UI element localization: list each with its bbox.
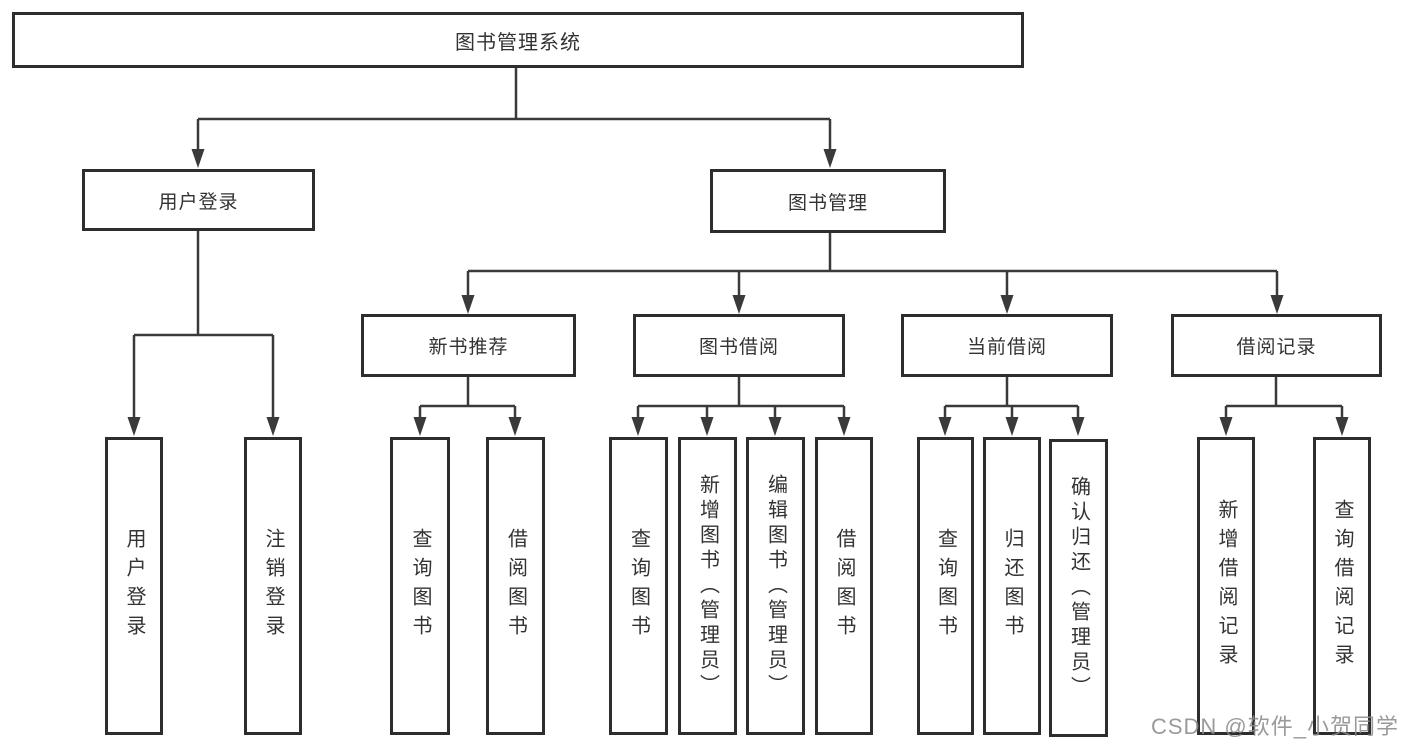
node-label: 查询图书 (409, 528, 431, 644)
node-label: 查询图书 (934, 528, 957, 644)
node-label: 借阅图书 (504, 528, 527, 644)
edge-current-borrowing-to-leaves (938, 377, 1085, 436)
node-label: 查询借阅记录 (1331, 499, 1353, 673)
edge-book-management-to-level3 (461, 233, 1284, 314)
node-label: 查询图书 (627, 528, 650, 644)
node-current-borrowing: 当前借阅 (901, 314, 1113, 377)
leaf-confirm-return-admin: 确认归还（管理员） (1049, 439, 1108, 737)
leaf-edit-books-admin: 编辑图书（管理员） (746, 437, 805, 735)
leaf-user-login: 用户登录 (105, 437, 163, 735)
node-label: 借阅图书 (833, 528, 855, 644)
edge-user-login-to-leaves (127, 231, 280, 436)
node-label: 当前借阅 (966, 337, 1047, 358)
node-label: 用户登录 (123, 528, 145, 644)
node-new-book-recommendation: 新书推荐 (361, 314, 576, 377)
leaf-query-borrow-record: 查询借阅记录 (1313, 437, 1371, 735)
node-label: 新增图书（管理员） (696, 473, 719, 699)
leaf-query-books-recommend: 查询图书 (390, 437, 450, 735)
leaf-borrow-books-recommend: 借阅图书 (486, 437, 545, 735)
edge-root-to-level2 (191, 68, 837, 168)
node-label: 确认归还（管理员） (1067, 475, 1090, 701)
leaf-borrow-books: 借阅图书 (815, 437, 873, 735)
node-label: 借阅记录 (1236, 337, 1317, 358)
node-label: 注销登录 (262, 528, 284, 644)
leaf-add-books-admin: 新增图书（管理员） (678, 437, 737, 735)
node-book-management: 图书管理 (710, 169, 946, 233)
leaf-return-books: 归还图书 (983, 437, 1041, 735)
leaf-logout: 注销登录 (244, 437, 302, 735)
node-label: 图书管理 (787, 192, 868, 214)
edge-book-borrowing-to-leaves (631, 377, 851, 436)
edge-borrowing-records-to-leaves (1219, 377, 1349, 436)
node-label: 归还图书 (1001, 528, 1023, 644)
node-label: 用户登录 (158, 191, 239, 213)
node-label: 图书管理系统 (455, 31, 581, 54)
node-label: 编辑图书（管理员） (764, 473, 787, 699)
node-label: 新书推荐 (428, 337, 509, 358)
node-borrowing-records: 借阅记录 (1171, 314, 1382, 377)
node-user-login: 用户登录 (82, 169, 315, 231)
node-label: 图书借阅 (698, 337, 779, 358)
leaf-query-books-borrow: 查询图书 (609, 437, 668, 735)
leaf-query-books-current: 查询图书 (917, 437, 974, 735)
csdn-watermark: CSDN @软件_小贺同学 (1150, 714, 1399, 739)
node-library-management-system: 图书管理系统 (12, 12, 1024, 68)
node-label: 新增借阅记录 (1215, 499, 1237, 673)
node-book-borrowing: 图书借阅 (633, 314, 845, 377)
leaf-add-borrow-record: 新增借阅记录 (1197, 437, 1255, 735)
edge-new-book-recommendation-to-leaves (413, 377, 522, 436)
